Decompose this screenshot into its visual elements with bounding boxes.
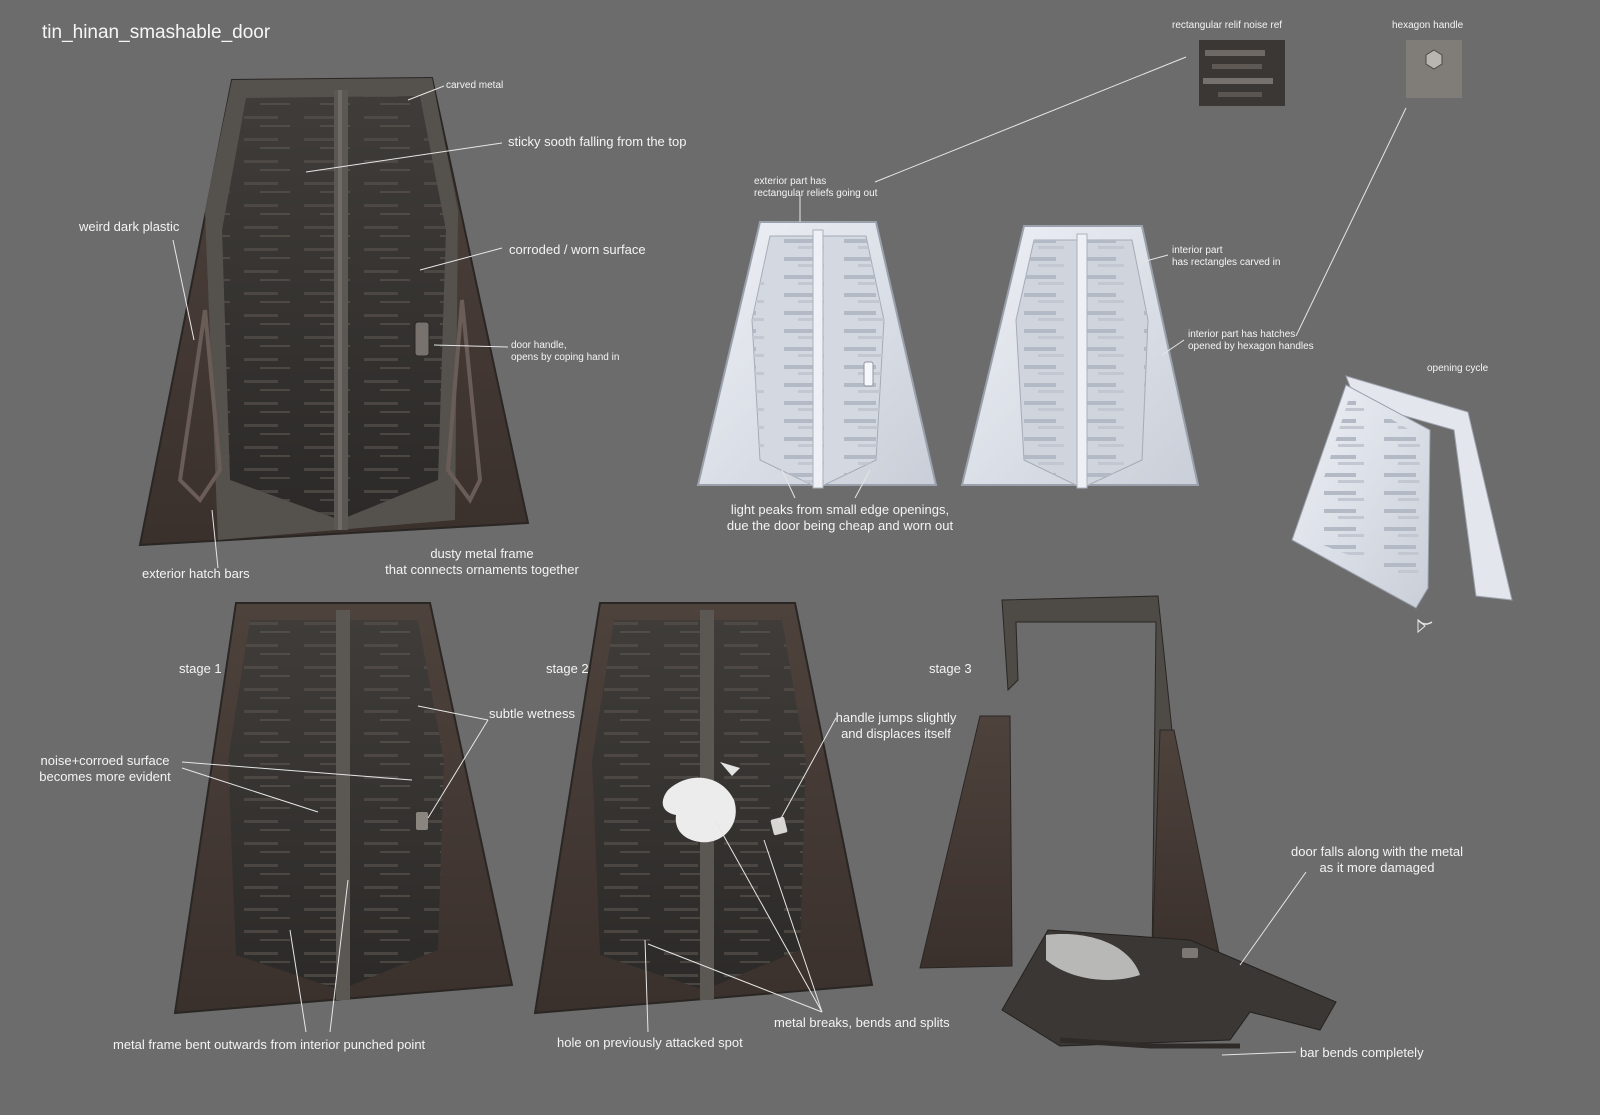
sheet-title: tin_hinan_smashable_door — [42, 22, 271, 43]
opening-cycle-label: opening cycle — [1427, 363, 1489, 374]
stage-2-label: stage 2 — [546, 661, 589, 676]
clay-door-interior — [960, 225, 1200, 489]
stage-3-label: stage 3 — [929, 661, 972, 676]
clay-door-exterior — [696, 221, 938, 489]
stage-1-render — [173, 602, 514, 1015]
hexagon-handle-swatch — [1406, 40, 1462, 98]
sticky-sooth-label: sticky sooth falling from the top — [508, 134, 687, 149]
exterior-part-label: exterior part has rectangular reliefs go… — [754, 176, 878, 200]
corroded-surface-label: corroded / worn surface — [509, 242, 646, 257]
leader-lines — [172, 56, 1407, 1056]
relief-noise-ref-label: rectangular relif noise ref — [1172, 20, 1283, 31]
opening-cycle-render — [1291, 375, 1513, 634]
light-peaks-label: light peaks from small edge openings, du… — [726, 502, 954, 533]
stage-2-render — [533, 602, 874, 1015]
hexagon-handle-ref-label: hexagon handle — [1392, 20, 1464, 31]
hole-label: hole on previously attacked spot — [557, 1035, 743, 1050]
door-handle-label: door handle, opens by coping hand in — [511, 340, 620, 364]
interior-hatches-label: interior part has hatches opened by hexa… — [1188, 329, 1314, 353]
bar-bends-label: bar bends completely — [1300, 1045, 1424, 1060]
metal-breaks-label: metal breaks, bends and splits — [774, 1015, 950, 1030]
stage-3-render — [919, 595, 1337, 1049]
handle-jumps-label: handle jumps slightly and displaces itse… — [835, 710, 957, 741]
metal-frame-bent-label: metal frame bent outwards from interior … — [113, 1037, 426, 1052]
noise-surface-label: noise+corroed surface becomes more evide… — [39, 753, 171, 784]
hatch-bars-label: exterior hatch bars — [142, 566, 250, 581]
door-falls-label: door falls along with the metal as it mo… — [1291, 844, 1463, 875]
stage-1-label: stage 1 — [179, 661, 222, 676]
subtle-wetness-label: subtle wetness — [489, 706, 575, 721]
interior-part-label: interior part has rectangles carved in — [1172, 245, 1281, 269]
dusty-frame-label: dusty metal frame that connects ornament… — [385, 546, 579, 577]
relief-noise-swatch — [1199, 40, 1285, 106]
main-door-render — [138, 76, 530, 547]
carved-metal-label: carved metal — [446, 80, 504, 91]
weird-plastic-label: weird dark plastic — [79, 219, 180, 234]
